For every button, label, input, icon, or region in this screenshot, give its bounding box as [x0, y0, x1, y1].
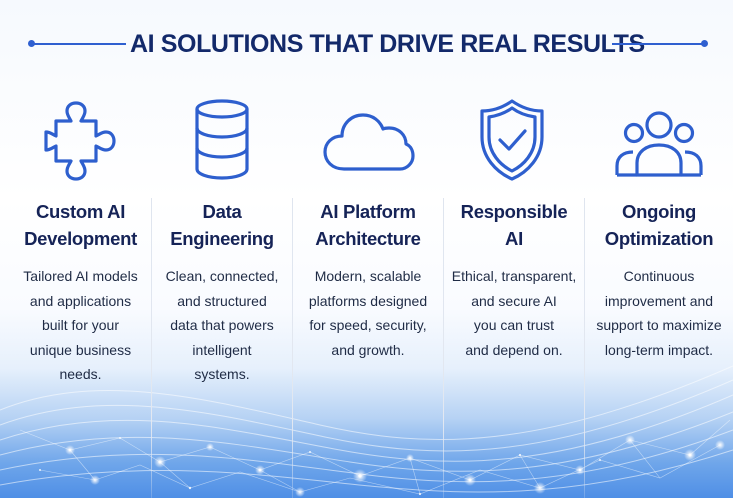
- puzzle-piece-icon: [43, 101, 116, 181]
- feature-description: Ethical, transparent, and secure AI you …: [444, 264, 584, 362]
- feature-desc-line: Ethical, transparent,: [451, 268, 577, 284]
- feature-description: Modern, scalable platforms designed for …: [293, 264, 443, 362]
- feature-icon: [10, 95, 151, 187]
- feature-title-line: Engineering: [170, 228, 274, 249]
- feature-title: Custom AI Development: [10, 198, 151, 252]
- feature-icon: [444, 95, 584, 187]
- feature-title: Data Engineering: [152, 198, 292, 252]
- feature-desc-line: long-term impact.: [604, 341, 714, 358]
- header-rule-dot-left: [28, 40, 35, 47]
- feature-title-line: Ongoing: [622, 201, 696, 222]
- database-icon: [195, 99, 249, 180]
- feature-desc-line: built for your: [41, 317, 120, 333]
- feature-description: Tailored AI models and applications buil…: [10, 264, 151, 387]
- feature-title-line: AI Platform: [320, 201, 416, 222]
- feature-desc-line: improvement and: [604, 292, 714, 309]
- feature-title-line: Custom AI: [35, 201, 126, 222]
- feature-desc-line: needs.: [59, 366, 102, 382]
- feature-desc-line: Modern, scalable: [314, 268, 422, 284]
- feature-title: Ongoing Optimization: [585, 198, 733, 252]
- feature-desc-line: unique business: [29, 341, 132, 358]
- features-row: Custom AI Development Tailored AI models…: [0, 95, 733, 498]
- column-divider: [443, 198, 444, 498]
- feature-title-line: Architecture: [315, 228, 421, 249]
- feature-title: AI Platform Architecture: [293, 198, 443, 252]
- feature-responsible-ai: Responsible AI Ethical, transparent, and…: [444, 95, 584, 425]
- feature-description: Clean, connected, and structured data th…: [152, 264, 292, 387]
- feature-icon: [585, 95, 733, 187]
- cloud-icon: [323, 113, 415, 171]
- feature-description: Continuous improvement and support to ma…: [585, 264, 733, 362]
- feature-desc-line: and applications: [29, 292, 132, 309]
- column-divider: [292, 198, 293, 498]
- feature-desc-line: data that powers: [170, 317, 274, 333]
- feature-desc-line: and depend on.: [465, 341, 563, 358]
- feature-title-line: Development: [24, 228, 137, 249]
- feature-custom-ai-development: Custom AI Development Tailored AI models…: [10, 95, 151, 425]
- feature-title-line: Data: [202, 201, 242, 222]
- feature-desc-line: you can trust: [473, 317, 555, 333]
- shield-check-icon: [480, 99, 544, 181]
- people-group-icon: [615, 111, 703, 177]
- feature-desc-line: and structured: [177, 292, 267, 309]
- header-rule-dot-right: [701, 40, 708, 47]
- feature-desc-line: Continuous: [623, 268, 695, 284]
- feature-title-line: Responsible: [460, 201, 568, 222]
- header-rule-left: [34, 43, 126, 45]
- feature-icon: [152, 95, 292, 187]
- page-title: AI SOLUTIONS THAT DRIVE REAL RESULTS: [130, 30, 645, 58]
- feature-desc-line: Tailored AI models: [23, 268, 138, 284]
- feature-desc-line: Clean, connected,: [165, 268, 279, 284]
- feature-ongoing-optimization: Ongoing Optimization Continuous improvem…: [585, 95, 733, 425]
- feature-desc-line: for speed, security,: [309, 317, 427, 333]
- feature-desc-line: and secure AI: [471, 292, 557, 309]
- feature-title: Responsible AI: [444, 198, 584, 252]
- feature-desc-line: support to maximize: [596, 317, 722, 333]
- header-rule-right: [612, 43, 704, 45]
- header: AI SOLUTIONS THAT DRIVE REAL RESULTS: [0, 26, 733, 62]
- column-divider: [584, 198, 585, 498]
- feature-desc-line: platforms designed: [308, 292, 428, 309]
- column-divider: [151, 198, 152, 498]
- feature-ai-platform-architecture: AI Platform Architecture Modern, scalabl…: [293, 95, 443, 425]
- feature-desc-line: systems.: [194, 366, 250, 382]
- feature-desc-line: and growth.: [331, 341, 405, 358]
- feature-icon: [293, 95, 443, 187]
- feature-data-engineering: Data Engineering Clean, connected, and s…: [152, 95, 292, 425]
- feature-desc-line: intelligent: [192, 341, 252, 358]
- feature-title-line: AI: [505, 228, 523, 249]
- feature-title-line: Optimization: [604, 228, 714, 249]
